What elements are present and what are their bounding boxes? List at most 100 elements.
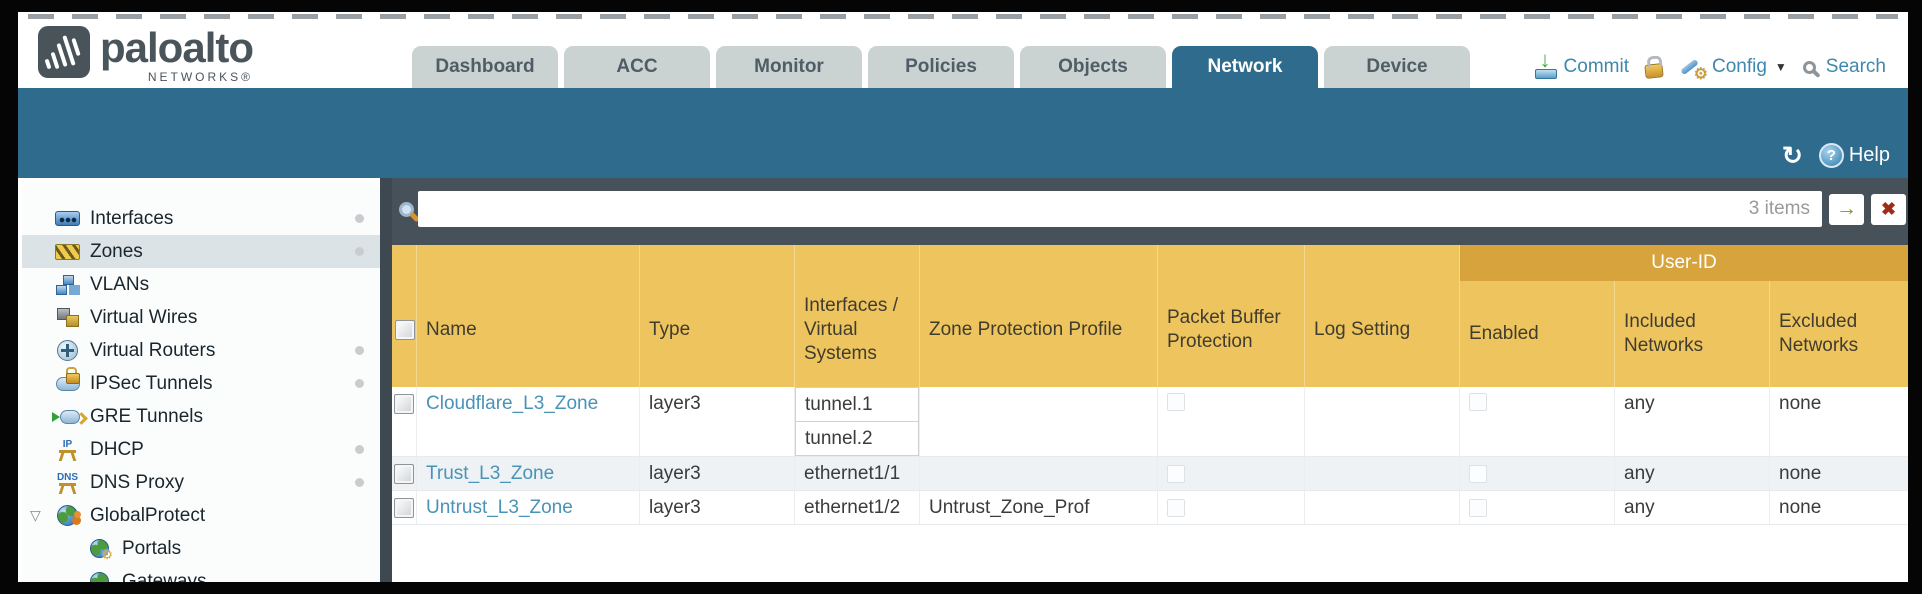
sidebar-item-virtual-wires[interactable]: Virtual Wires [22,301,380,334]
sidebar-item-vlans[interactable]: VLANs [22,268,380,301]
column-header-packet-buffer-protection[interactable]: Packet Buffer Protection [1158,245,1305,387]
sidebar-item-dns-proxy[interactable]: DNS DNS Proxy [22,466,380,499]
included-networks: any [1615,457,1770,490]
user-id-enabled-checkbox[interactable] [1469,393,1487,411]
sidebar-item-portals[interactable]: Portals [22,532,380,565]
logo-wordmark: paloalto NETWORKS® [100,24,254,85]
log-setting [1305,457,1460,490]
sidebar-item-zones[interactable]: Zones [22,235,380,268]
interface-item: tunnel.2 [795,421,919,456]
zone-name-link[interactable]: Trust_L3_Zone [426,462,555,484]
sidebar-item-label: GRE Tunnels [90,405,203,427]
user-id-enabled-checkbox[interactable] [1469,498,1487,517]
column-header-interfaces[interactable]: Interfaces / Virtual Systems [795,245,920,387]
gateways-icon [86,572,113,582]
user-id-enabled-checkbox[interactable] [1469,464,1487,483]
user-id-group-header: User-ID [1460,245,1908,281]
logo-text: paloalto [100,24,254,71]
filter-input[interactable]: 3 items [418,191,1822,227]
sidebar-item-interfaces[interactable]: Interfaces [22,202,380,235]
gre-tunnels-icon [51,409,81,424]
config-label: Config [1711,56,1767,77]
apply-filter-button[interactable] [1829,193,1864,225]
table-body: Cloudflare_L3_Zone layer3 tunnel.1 tunne… [392,387,1908,582]
tab-policies[interactable]: Policies [868,46,1014,88]
sidebar-item-globalprotect[interactable]: GlobalProtect [22,499,380,532]
dns-proxy-icon: DNS [54,473,81,492]
column-header-type[interactable]: Type [640,245,795,387]
tab-acc[interactable]: ACC [564,46,710,88]
table-row-trust: Trust_L3_Zone layer3 ethernet1/1 any non… [392,457,1908,491]
title-band: Help [18,88,1908,178]
zone-interfaces: tunnel.1 tunnel.2 [795,387,920,456]
refresh-icon[interactable] [1782,144,1803,168]
sidebar-divider [380,178,392,582]
column-header-zone-protection-profile[interactable]: Zone Protection Profile [920,245,1158,387]
main-nav-tabs: Dashboard ACC Monitor Policies Objects N… [412,46,1470,88]
filter-search-icon [399,201,414,217]
header-checkbox-cell [392,245,417,387]
logo-subtext: NETWORKS® [147,70,254,84]
commit-label: Commit [1563,56,1629,77]
chevron-down-icon [1775,60,1787,74]
column-header-name[interactable]: Name [417,245,640,387]
row-checkbox[interactable] [394,497,414,518]
excluded-networks: none [1779,496,1822,518]
zone-protection-profile [920,387,1158,456]
ipsec-tunnels-icon [54,366,81,391]
tab-device[interactable]: Device [1324,46,1470,88]
excluded-networks: none [1779,393,1822,414]
sidebar-item-label: Portals [122,537,182,559]
select-all-checkbox[interactable] [395,320,415,340]
clear-filter-button[interactable] [1871,193,1906,225]
vlans-icon [54,274,81,295]
zone-type: layer3 [640,457,795,490]
table-row-untrust: Untrust_L3_Zone layer3 ethernet1/2 Untru… [392,491,1908,525]
config-menu[interactable]: Config [1679,55,1787,84]
search-button[interactable]: Search [1802,56,1886,78]
sidebar-item-label: DHCP [90,438,144,460]
zone-protection-profile [920,457,1158,490]
green-arrow-icon [1836,199,1857,219]
interfaces-icon [54,211,81,226]
included-networks: any [1615,387,1770,456]
virtual-routers-icon [54,340,81,361]
sidebar-item-gre-tunnels[interactable]: GRE Tunnels [22,400,380,433]
column-header-log-setting[interactable]: Log Setting [1305,245,1460,387]
lock-icon[interactable] [1644,62,1664,79]
row-checkbox[interactable] [394,394,414,414]
zone-name-link[interactable]: Untrust_L3_Zone [426,496,573,518]
tab-monitor[interactable]: Monitor [716,46,862,88]
sidebar-item-dhcp[interactable]: IP DHCP [22,433,380,466]
packet-buffer-protection-checkbox[interactable] [1167,393,1185,411]
log-setting [1305,387,1460,456]
sidebar-item-label: Virtual Wires [90,306,198,328]
screen: paloalto NETWORKS® Dashboard ACC Monitor… [18,12,1908,582]
zone-name-link[interactable]: Cloudflare_L3_Zone [426,393,599,414]
zone-protection-profile: Untrust_Zone_Prof [920,491,1158,524]
help-button[interactable]: Help [1818,143,1890,168]
sidebar-item-ipsec-tunnels[interactable]: IPSec Tunnels [22,366,380,400]
sidebar: Interfaces Zones VLANs Virtual Wires Vir… [22,182,380,582]
row-checkbox[interactable] [394,463,414,484]
tab-dashboard[interactable]: Dashboard [412,46,558,88]
packet-buffer-protection-checkbox[interactable] [1167,464,1185,483]
search-label: Search [1825,56,1886,77]
packet-buffer-protection-checkbox[interactable] [1167,498,1185,517]
config-icon [1679,55,1708,84]
sidebar-item-label: Interfaces [90,207,174,229]
sidebar-item-virtual-routers[interactable]: Virtual Routers [22,334,380,367]
tab-objects[interactable]: Objects [1020,46,1166,88]
expander-triangle-icon[interactable] [30,507,41,524]
search-icon [1802,60,1816,74]
tab-network[interactable]: Network [1172,46,1318,88]
sidebar-item-label: DNS Proxy [90,471,184,493]
status-dot [355,247,364,256]
header-utilities: Commit Config Search [1534,47,1886,84]
help-icon [1818,143,1844,168]
status-dot [355,379,364,388]
sidebar-item-gateways[interactable]: Gateways [22,565,380,582]
zone-type: layer3 [640,387,795,456]
sidebar-item-label: GlobalProtect [90,504,206,526]
commit-button[interactable]: Commit [1534,47,1629,80]
